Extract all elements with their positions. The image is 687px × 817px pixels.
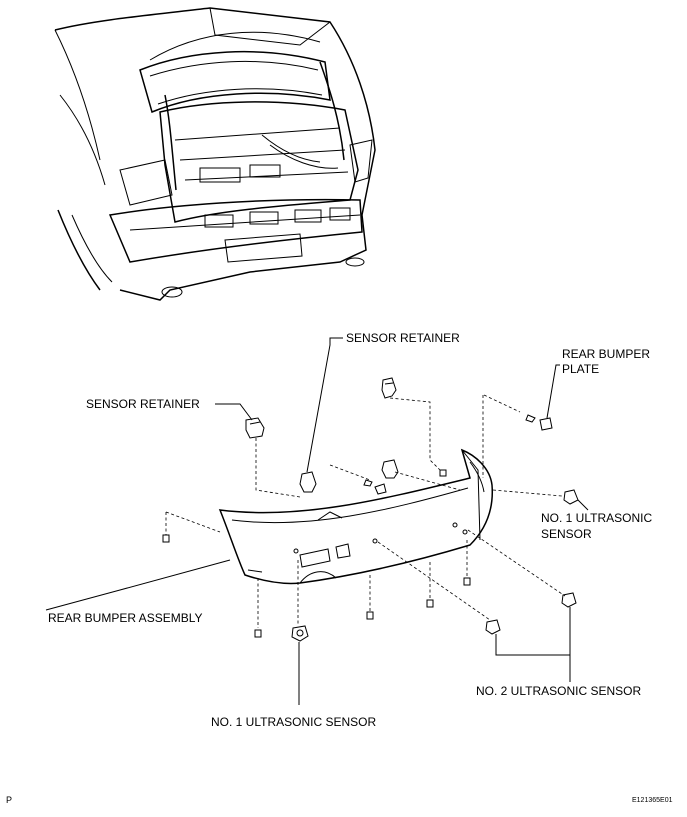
label-rear-bumper-plate-line1: REAR BUMPER — [562, 347, 650, 361]
assembly-guide-lines — [165, 394, 566, 628]
sensor-retainer-left-part — [245, 417, 265, 439]
label-sensor-retainer-top: SENSOR RETAINER — [346, 331, 460, 345]
no2-ultrasonic-sensor-parts — [485, 592, 577, 635]
corner-letter: P — [6, 795, 12, 805]
sensor-retainer-top-part — [381, 377, 397, 399]
no1-ultrasonic-sensor-right-part — [563, 489, 579, 505]
leader-lines — [45, 337, 589, 705]
label-no1-ultrasonic-right-line2: SENSOR — [541, 527, 592, 541]
figure-code: E121365E01 — [632, 797, 673, 804]
sensor-retainer-mid-part — [299, 459, 399, 493]
rear-bumper-assembly-drawing — [218, 448, 494, 585]
label-sensor-retainer-left: SENSOR RETAINER — [86, 397, 200, 411]
no1-ultrasonic-sensor-bottom-part — [291, 625, 309, 642]
rear-bumper-plate-part — [525, 414, 553, 431]
label-no1-ultrasonic-right-line1: NO. 1 ULTRASONIC — [541, 511, 652, 525]
label-rear-bumper-plate-line2: PLATE — [562, 362, 599, 376]
label-no2-ultrasonic-sensor: NO. 2 ULTRASONIC SENSOR — [476, 684, 641, 698]
clips-and-screws — [162, 469, 471, 638]
label-rear-bumper-assembly: REAR BUMPER ASSEMBLY — [48, 611, 203, 625]
label-no1-ultrasonic-bottom: NO. 1 ULTRASONIC SENSOR — [211, 715, 376, 729]
car-rear-view-illustration — [54, 7, 376, 301]
